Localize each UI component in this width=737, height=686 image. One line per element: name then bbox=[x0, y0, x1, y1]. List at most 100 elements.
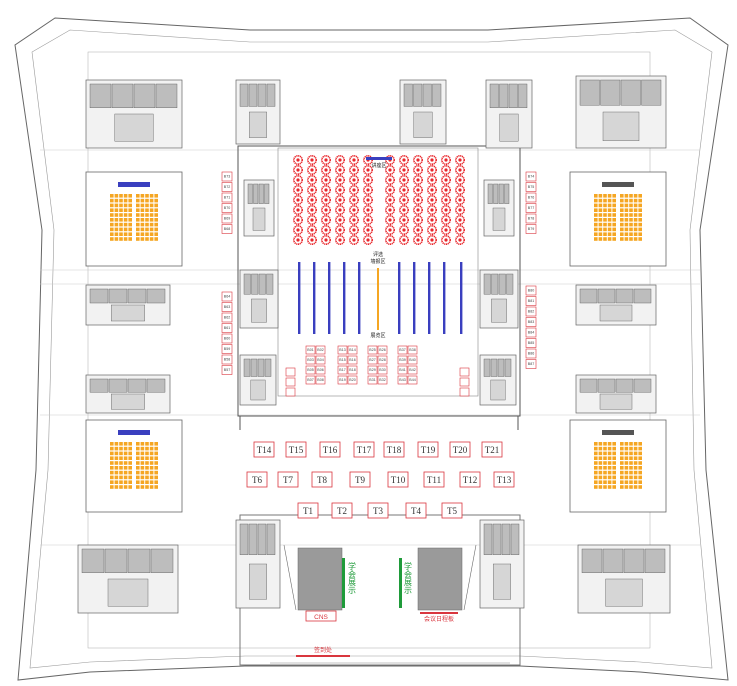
seat bbox=[638, 442, 642, 446]
seat bbox=[594, 222, 598, 227]
seat-center bbox=[416, 238, 420, 242]
seat bbox=[594, 475, 598, 480]
seat-ring bbox=[384, 215, 395, 226]
service-core bbox=[235, 519, 281, 609]
service-core bbox=[479, 519, 525, 609]
seat bbox=[154, 194, 158, 198]
seat bbox=[128, 203, 132, 208]
booth-box bbox=[525, 338, 537, 348]
round-table-seat bbox=[306, 215, 317, 226]
seat-ring bbox=[320, 195, 331, 206]
seat-center bbox=[366, 188, 370, 192]
seat bbox=[123, 194, 128, 198]
round-table-seat bbox=[412, 215, 423, 226]
booth-label: B08 bbox=[317, 378, 323, 382]
seat-ring bbox=[384, 195, 395, 206]
seat bbox=[638, 480, 642, 484]
seat bbox=[620, 213, 624, 217]
seat bbox=[140, 451, 145, 456]
round-table-seat bbox=[306, 185, 317, 196]
table-box bbox=[383, 441, 405, 458]
round-table-seat bbox=[398, 205, 409, 216]
seat bbox=[140, 466, 145, 470]
booth-box bbox=[221, 302, 233, 312]
seat bbox=[598, 466, 603, 470]
seat bbox=[119, 222, 123, 227]
seat bbox=[119, 475, 123, 480]
booth: B04 bbox=[315, 355, 326, 365]
round-table-seat bbox=[292, 205, 303, 216]
booth: B15 bbox=[337, 355, 348, 365]
round-table-seat bbox=[348, 175, 359, 186]
round-table-seat bbox=[292, 235, 303, 246]
seat bbox=[624, 232, 629, 236]
seat bbox=[633, 218, 638, 222]
table-label: T18 bbox=[387, 445, 402, 455]
seat bbox=[149, 451, 154, 456]
seat bbox=[603, 470, 607, 475]
side-booth: B80 bbox=[525, 285, 537, 296]
core-room bbox=[266, 273, 274, 295]
side-booth: B85 bbox=[525, 338, 537, 348]
core-stair bbox=[490, 379, 506, 401]
round-table-seat bbox=[384, 225, 395, 236]
seat bbox=[594, 237, 598, 241]
round-table-seat bbox=[348, 205, 359, 216]
seat bbox=[128, 470, 132, 475]
seat bbox=[624, 203, 629, 208]
core-room bbox=[258, 273, 266, 295]
seat bbox=[638, 446, 642, 451]
seat bbox=[612, 485, 616, 489]
seat-ring bbox=[334, 155, 345, 166]
booth-label: B83 bbox=[528, 320, 534, 324]
booth-label: B14 bbox=[349, 348, 355, 352]
booth-box bbox=[367, 365, 378, 375]
booth-box bbox=[525, 213, 537, 224]
booth-box bbox=[525, 224, 537, 234]
seat-ring bbox=[292, 195, 303, 206]
round-table-seat bbox=[454, 235, 465, 246]
seat bbox=[149, 232, 154, 236]
seat bbox=[607, 466, 612, 470]
seat-center bbox=[296, 158, 300, 162]
booth-box bbox=[407, 355, 418, 365]
seat bbox=[638, 237, 642, 241]
booth: B28 bbox=[377, 355, 388, 365]
seat-ring bbox=[362, 205, 373, 216]
round-table-seat bbox=[334, 185, 345, 196]
seat bbox=[145, 198, 149, 203]
booth-box bbox=[377, 355, 388, 365]
seat bbox=[638, 466, 642, 470]
booth-box bbox=[221, 224, 233, 234]
core-stair bbox=[492, 207, 506, 231]
booth-label: B15 bbox=[339, 358, 345, 362]
table-label: T15 bbox=[289, 445, 304, 455]
seat-center bbox=[388, 238, 392, 242]
seat bbox=[612, 198, 616, 203]
booth-box bbox=[305, 345, 316, 355]
booth-label: B59 bbox=[224, 347, 230, 351]
seat-center bbox=[338, 218, 342, 222]
table-marker: T21 bbox=[481, 441, 503, 458]
seat bbox=[128, 466, 132, 470]
seat bbox=[128, 237, 132, 241]
seat bbox=[624, 194, 629, 198]
booth-label: B38 bbox=[409, 348, 415, 352]
table-label: T9 bbox=[355, 475, 365, 485]
seat-ring bbox=[334, 215, 345, 226]
seat-ring bbox=[412, 195, 423, 206]
seat-center bbox=[416, 198, 420, 202]
schedule-board-label: 会议日程板 bbox=[424, 615, 454, 623]
round-table-seat bbox=[398, 155, 409, 166]
table-box bbox=[349, 471, 371, 488]
booth-label: B07 bbox=[307, 378, 313, 382]
seat-ring bbox=[320, 155, 331, 166]
seat bbox=[603, 218, 607, 222]
bottom-exhibit: 学会展示 学会展示 CNS 会议日程板 签到处 bbox=[270, 544, 510, 664]
seat bbox=[145, 218, 149, 222]
seat bbox=[638, 232, 642, 236]
seat-ring bbox=[398, 185, 409, 196]
seat bbox=[607, 475, 612, 480]
seat-ring bbox=[362, 195, 373, 206]
